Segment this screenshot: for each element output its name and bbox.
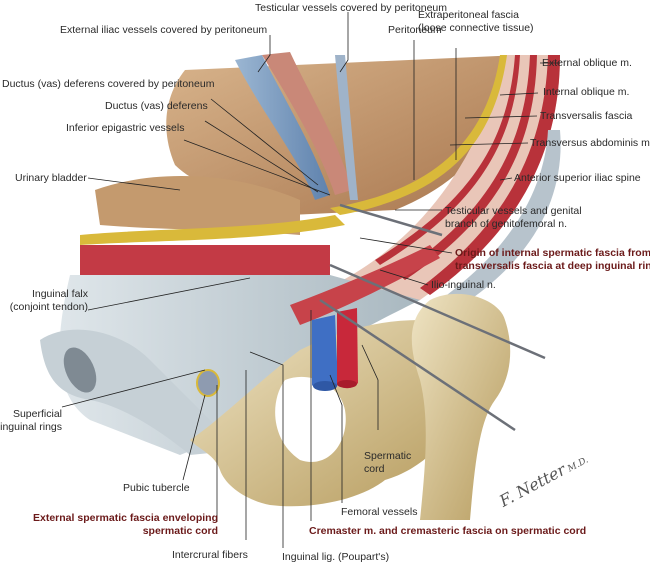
label-intercrural-fibers: Intercrural fibers xyxy=(172,549,248,561)
label-anterior-superior-iliac-spine: Anterior superior iliac spine xyxy=(514,172,641,184)
label-inguinal-ligament: Inguinal lig. (Poupart's) xyxy=(282,551,390,563)
external-iliac-artery xyxy=(262,52,352,195)
superficial-ring-opening xyxy=(63,347,97,393)
label-peritoneum: Peritoneum xyxy=(388,24,442,36)
label-internal-oblique: Internal oblique m. xyxy=(543,86,630,98)
label-inguinal-falx-2: (conjoint tendon) xyxy=(9,301,88,313)
spermatic-cord-cut xyxy=(196,369,220,397)
label-cremaster: Cremaster m. and cremasteric fascia on s… xyxy=(309,525,587,537)
external-oblique-muscle xyxy=(420,55,560,295)
femoral-vein xyxy=(312,315,338,391)
asis-fascia xyxy=(440,130,561,300)
label-ductus-deferens-peritoneum: Ductus (vas) deferens covered by periton… xyxy=(2,78,215,90)
probe-rod xyxy=(319,298,516,432)
extraperitoneal-fat xyxy=(330,55,507,215)
label-ilio-inguinal: Ilio-inguinal n. xyxy=(431,279,496,291)
label-transversus-abdominis: Transversus abdominis m. xyxy=(530,137,650,149)
label-inferior-epigastric: Inferior epigastric vessels xyxy=(66,122,185,134)
external-iliac-vein xyxy=(235,55,330,200)
label-origin-internal-spermatic-1: Origin of internal spermatic fascia from xyxy=(455,247,650,259)
transversus-abdominis-muscle xyxy=(375,55,520,265)
label-spermatic-cord-2: cord xyxy=(364,463,385,475)
internal-oblique-muscle xyxy=(398,55,537,280)
testicular-vessels xyxy=(335,55,358,200)
label-spermatic-cord-1: Spermatic xyxy=(364,450,412,462)
label-pubic-tubercle: Pubic tubercle xyxy=(123,482,190,494)
label-external-spermatic-1: External spermatic fascia enveloping xyxy=(33,512,218,524)
label-origin-internal-spermatic-2: transversalis fascia at deep inguinal ri… xyxy=(455,260,650,272)
label-superficial-rings-2: inguinal rings xyxy=(0,421,62,433)
label-urinary-bladder: Urinary bladder xyxy=(15,172,87,184)
pelvic-bone xyxy=(190,320,466,507)
probe-rod xyxy=(339,203,443,237)
rectus-sheath-band xyxy=(80,245,330,275)
leader-lines xyxy=(61,12,560,548)
label-testicular-genital-1: Testicular vessels and genital xyxy=(445,205,582,217)
femur xyxy=(411,293,511,520)
label-superficial-rings-1: Superficial xyxy=(12,408,62,420)
label-inguinal-falx-1: Inguinal falx xyxy=(31,288,88,300)
label-transversalis-fascia: Transversalis fascia xyxy=(540,110,633,122)
label-ductus-deferens: Ductus (vas) deferens xyxy=(105,100,208,112)
label-external-spermatic-2: spermatic cord xyxy=(142,525,218,537)
fat-layer xyxy=(80,215,345,245)
label-testicular-genital-2: branch of genitofemoral n. xyxy=(445,218,567,230)
label-extraperitoneal-fascia-2: (loose connective tissue) xyxy=(418,22,534,34)
label-external-iliac-vessels: External iliac vessels covered by perito… xyxy=(60,24,268,36)
label-extraperitoneal-fascia-1: Extraperitoneal fascia xyxy=(418,9,519,21)
label-testicular-vessels-peritoneum: Testicular vessels covered by peritoneum xyxy=(255,2,448,14)
label-external-oblique: External oblique m. xyxy=(542,57,632,69)
label-femoral-vessels: Femoral vessels xyxy=(341,506,418,518)
abdominal-wall-layers xyxy=(300,55,560,330)
urinary-bladder xyxy=(95,176,300,235)
femoral-artery xyxy=(337,308,358,389)
probe-rod xyxy=(329,263,546,360)
